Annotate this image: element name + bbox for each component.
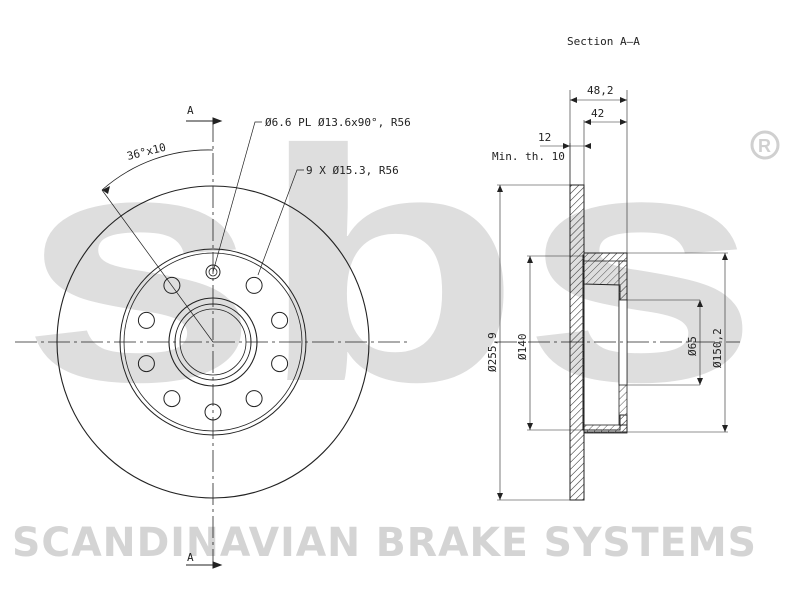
svg-text:R: R — [758, 136, 771, 156]
sbs-watermark-logo: sbs R — [20, 81, 780, 450]
hat-inner-circle — [123, 252, 303, 432]
dia-65-label: Ø65 — [686, 336, 699, 356]
section-mark-top: A — [187, 104, 194, 117]
leader-bolt-hole — [257, 169, 304, 276]
hat-circle — [119, 248, 307, 436]
dia-150-label: Ø150,2 — [711, 328, 724, 368]
bolt-hole — [163, 390, 181, 408]
bolt-hole — [245, 276, 263, 294]
watermark-text: sbs — [20, 81, 760, 450]
bolt-hole — [204, 403, 222, 421]
callout-bolt-holes: 9 X Ø15.3, R56 — [306, 164, 399, 177]
hub-bore-outer — [168, 297, 258, 387]
front-view — [15, 117, 410, 569]
leader-small-hole — [212, 121, 262, 273]
bolt-hole — [245, 390, 263, 408]
bolt-hole — [271, 355, 289, 373]
bolt-hole-group — [137, 276, 289, 421]
section-title: Section A–A — [567, 35, 640, 48]
bolt-hole — [137, 311, 155, 329]
hub-bore-edge — [179, 308, 247, 376]
dim-thickness: 12 — [538, 131, 551, 144]
bolt-hole — [271, 311, 289, 329]
dia-outer-label: Ø255,9 — [486, 332, 499, 372]
disc-outer-circle — [56, 185, 370, 499]
callout-small-holes: Ø6.6 PL Ø13.6x90°, R56 — [265, 116, 411, 129]
min-thickness-label: Min. th. 10 — [492, 150, 565, 163]
threaded-hole — [205, 264, 221, 280]
section-mark-bottom: A — [187, 551, 194, 564]
section-view — [495, 90, 740, 501]
registered-mark-icon — [750, 130, 780, 160]
dim-hat-height: 42 — [591, 107, 604, 120]
dia-140-label: Ø140 — [516, 334, 529, 361]
brand-name: SCANDINAVIAN BRAKE SYSTEMS — [12, 520, 757, 566]
dim-overall-height: 48,2 — [587, 84, 614, 97]
hub-bore-inner — [174, 303, 252, 381]
bolt-hole — [137, 355, 155, 373]
bolt-hole — [163, 276, 181, 294]
